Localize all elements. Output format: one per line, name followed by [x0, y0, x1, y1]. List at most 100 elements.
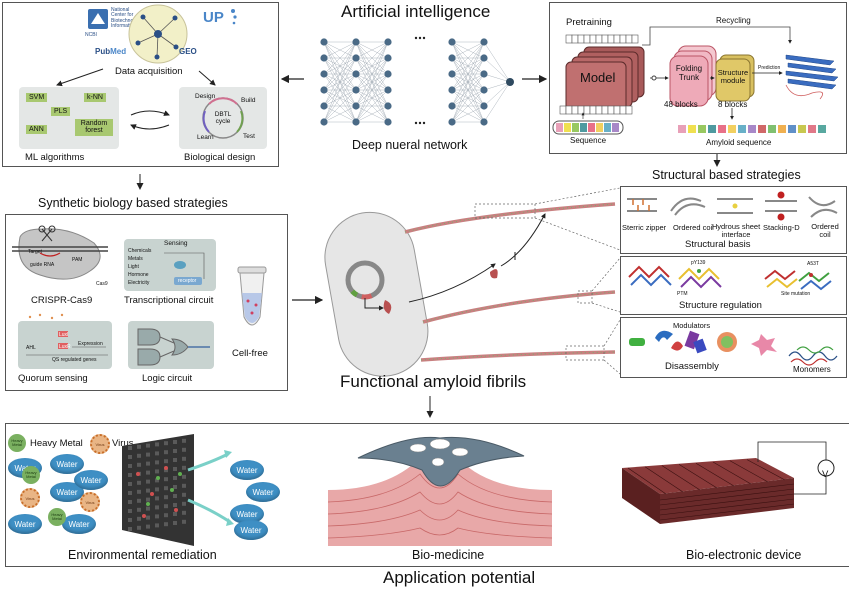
sequence-residue	[556, 123, 563, 132]
mesh-cell	[164, 504, 168, 509]
input-chemicals: Chemicals	[128, 248, 152, 254]
ml-algorithms-title: ML algorithms	[25, 152, 85, 163]
crispr-title: CRISPR-Cas9	[31, 295, 93, 306]
blocks48-label: 48 blocks	[664, 100, 698, 109]
geo-logo: GEO	[179, 47, 197, 56]
dbtl-center: DBTL cycle	[214, 111, 232, 126]
mesh-cell	[173, 449, 177, 453]
water-droplet: Water	[50, 482, 84, 502]
sequence-residue	[564, 123, 571, 132]
mesh-cell	[164, 468, 168, 473]
mesh-cell	[137, 507, 141, 512]
cell-free-title: Cell-free	[232, 348, 268, 359]
voltmeter-label: V	[822, 469, 829, 480]
nn-output-node	[506, 78, 514, 86]
recycling-label: Recycling	[716, 16, 751, 25]
sequence-residue	[588, 123, 595, 132]
deep-neural-network-diagram	[320, 36, 514, 126]
nn-node	[384, 102, 392, 110]
mesh-cell	[155, 451, 159, 456]
disassembly-icons	[629, 330, 838, 366]
mesh-cell	[128, 509, 132, 513]
amyloid-fibril	[404, 202, 616, 234]
nn-node	[384, 70, 392, 78]
blocks8-label: 8 blocks	[718, 100, 748, 109]
mesh-cell	[155, 460, 159, 465]
amyloid-residue	[748, 125, 756, 133]
basis-hydrous-sheet: Hydrous sheet interface	[711, 222, 761, 240]
crispr-cas9-small: Cas9	[96, 281, 108, 287]
sequence-residue	[572, 123, 579, 132]
ml-pls: PLS	[51, 107, 71, 117]
mesh-cell	[164, 459, 168, 464]
amyloid-residue	[768, 125, 776, 133]
fibril-texture	[422, 291, 616, 323]
monomers-label: Monomers	[793, 365, 831, 374]
nn-node	[448, 118, 456, 126]
structural-basis-title: Structural basis	[685, 239, 751, 250]
prediction-label: Prediction	[758, 65, 781, 71]
mesh-cell	[182, 474, 186, 479]
mesh-cell	[128, 464, 132, 468]
basis-ordered-coil-2: Ordered coil	[811, 222, 839, 240]
nn-node	[480, 38, 488, 46]
bio-electronic-title: Bio-electronic device	[686, 548, 802, 562]
structure-regulation-panel: pY139 PTM A53T Site mutation Structure r…	[620, 256, 847, 315]
disassembly-title: Disassembly	[665, 361, 719, 372]
mesh-cell	[182, 438, 186, 443]
a53t-label: A53T	[807, 261, 819, 267]
mesh-cell	[146, 506, 150, 511]
sequence-residue	[580, 123, 587, 132]
nn-node	[320, 38, 328, 46]
sequence-label: Sequence	[570, 136, 607, 145]
mesh-cell	[182, 492, 186, 497]
filter-membrane-icon	[122, 434, 234, 546]
dbtl-build: Build	[241, 97, 256, 104]
crispr-cas9-icon	[12, 225, 108, 280]
synthetic-biology-panel: Target guide RNA PAM Cas9 CRISPR-Cas9 Se…	[5, 214, 288, 391]
sequence-residue	[596, 123, 603, 132]
sensing-inputs: Chemicals Metals Light Hormone Electrici…	[128, 247, 151, 287]
ahl-label: AHL	[26, 345, 36, 351]
ml-algorithms-panel: SVM k-NN PLS ANN Random forest	[19, 87, 119, 149]
transcriptional-title: Transcriptional circuit	[124, 295, 214, 306]
mesh-cell	[164, 495, 168, 500]
ptm-label: PTM	[677, 291, 688, 297]
mesh-cell	[146, 479, 150, 484]
mesh-cell	[173, 503, 177, 507]
water-droplet: Water	[246, 482, 280, 502]
database-hub-icon	[123, 3, 193, 65]
nn-node	[352, 54, 360, 62]
mesh-cell	[137, 480, 141, 485]
nn-node	[352, 70, 360, 78]
mesh-cell	[164, 477, 168, 482]
nn-node	[352, 102, 360, 110]
mesh-cell	[164, 450, 168, 455]
mesh-cell	[182, 501, 186, 506]
mesh-cell	[155, 478, 159, 483]
nn-node	[320, 102, 328, 110]
dbtl-test: Test	[243, 133, 255, 140]
basis-ordered-coil-1: Ordered coil	[673, 223, 714, 232]
quorum-icon	[26, 313, 108, 356]
mesh-cell	[137, 489, 141, 494]
pubmed-b: Med	[110, 47, 127, 56]
dnn-title: Deep nueral network	[352, 138, 468, 152]
amyloid-residue	[678, 125, 686, 133]
mesh-cell	[164, 441, 168, 446]
nn-node	[320, 118, 328, 126]
mesh-cell	[173, 458, 177, 462]
mesh-cell	[155, 505, 159, 510]
nn-node	[384, 86, 392, 94]
amyloid-residue	[708, 125, 716, 133]
dbtl-design: Design	[195, 93, 216, 100]
quorum-sensing-panel: LuxI LuxR AHL Expression QS regulated ge…	[18, 313, 112, 369]
heavy-metal-icon: Heavy Metal	[48, 508, 66, 526]
py139-label: pY139	[691, 260, 706, 266]
mesh-cell	[146, 470, 150, 475]
structure-regulation-title: Structure regulation	[679, 300, 762, 311]
amyloid-residue	[738, 125, 746, 133]
nn-node	[480, 102, 488, 110]
mesh-cell	[146, 515, 150, 520]
mesh-cell	[164, 486, 168, 491]
